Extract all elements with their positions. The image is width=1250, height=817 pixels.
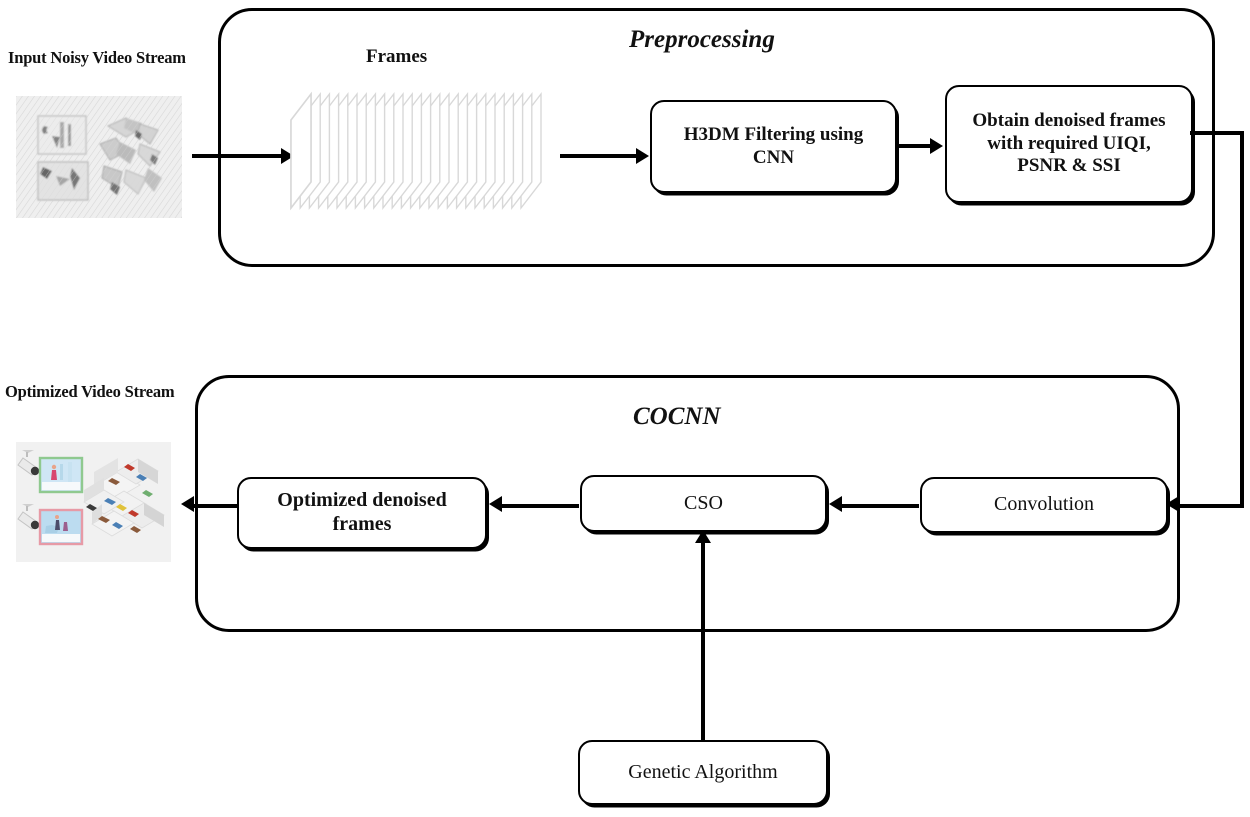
cocnn-title: COCNN [633, 403, 721, 430]
output-stream-label: Optimized Video Stream [5, 382, 175, 401]
preprocessing-container [218, 8, 1215, 267]
optimized-video-thumbnail [16, 442, 171, 562]
arrowhead-cso-to-optimized [489, 496, 502, 512]
connector-h3dm-to-obtain [899, 144, 932, 148]
arrowhead-frames-to-h3dm [636, 148, 649, 164]
node-ga-label: Genetic Algorithm [628, 760, 778, 783]
preprocessing-title: Preprocessing [629, 26, 775, 53]
arrowhead-h3dm-to-obtain [930, 138, 943, 154]
node-h3dm-filtering[interactable]: H3DM Filtering using CNN [650, 100, 897, 193]
connector-cso-to-optimized [501, 504, 579, 508]
connector-into-convolution [1178, 504, 1244, 508]
node-obtain-line3: PSNR & SSI [1017, 155, 1121, 177]
arrowhead-ga-to-cso [695, 530, 711, 543]
node-obtain-line1: Obtain denoised frames [972, 110, 1166, 132]
connector-input-to-frames [192, 154, 284, 158]
node-obtain-denoised-frames[interactable]: Obtain denoised frames with required UIQ… [945, 85, 1193, 203]
node-h3dm-line1: H3DM Filtering using [683, 124, 864, 146]
arrowhead-into-convolution [1166, 496, 1179, 512]
frames-label: Frames [366, 46, 428, 67]
cocnn-container [195, 375, 1180, 632]
node-cso[interactable]: CSO [580, 475, 827, 532]
frames-stack-graphic [283, 88, 565, 216]
connector-frames-to-h3dm [560, 154, 638, 158]
node-optimized-denoised-frames[interactable]: Optimized denoised frames [237, 477, 487, 549]
connector-ga-to-cso [701, 540, 705, 740]
node-genetic-algorithm[interactable]: Genetic Algorithm [578, 740, 828, 805]
node-obtain-line2: with required UIQI, [987, 132, 1151, 154]
node-optimized-label: Optimized denoised frames [277, 489, 447, 535]
arrowhead-conv-to-cso [829, 496, 842, 512]
arrowhead-optimized-to-output [181, 496, 194, 512]
node-convolution[interactable]: Convolution [920, 477, 1168, 533]
connector-conv-to-cso [841, 504, 919, 508]
node-convolution-label: Convolution [993, 493, 1094, 516]
noisy-video-thumbnail [16, 96, 182, 218]
connector-right-vertical-drop [1240, 131, 1244, 506]
input-stream-label: Input Noisy Video Stream [8, 48, 186, 67]
connector-optimized-to-output [193, 504, 237, 508]
node-h3dm-line2: CNN [752, 146, 795, 168]
node-cso-label: CSO [684, 491, 723, 514]
connector-obtain-exit-right [1190, 131, 1244, 135]
